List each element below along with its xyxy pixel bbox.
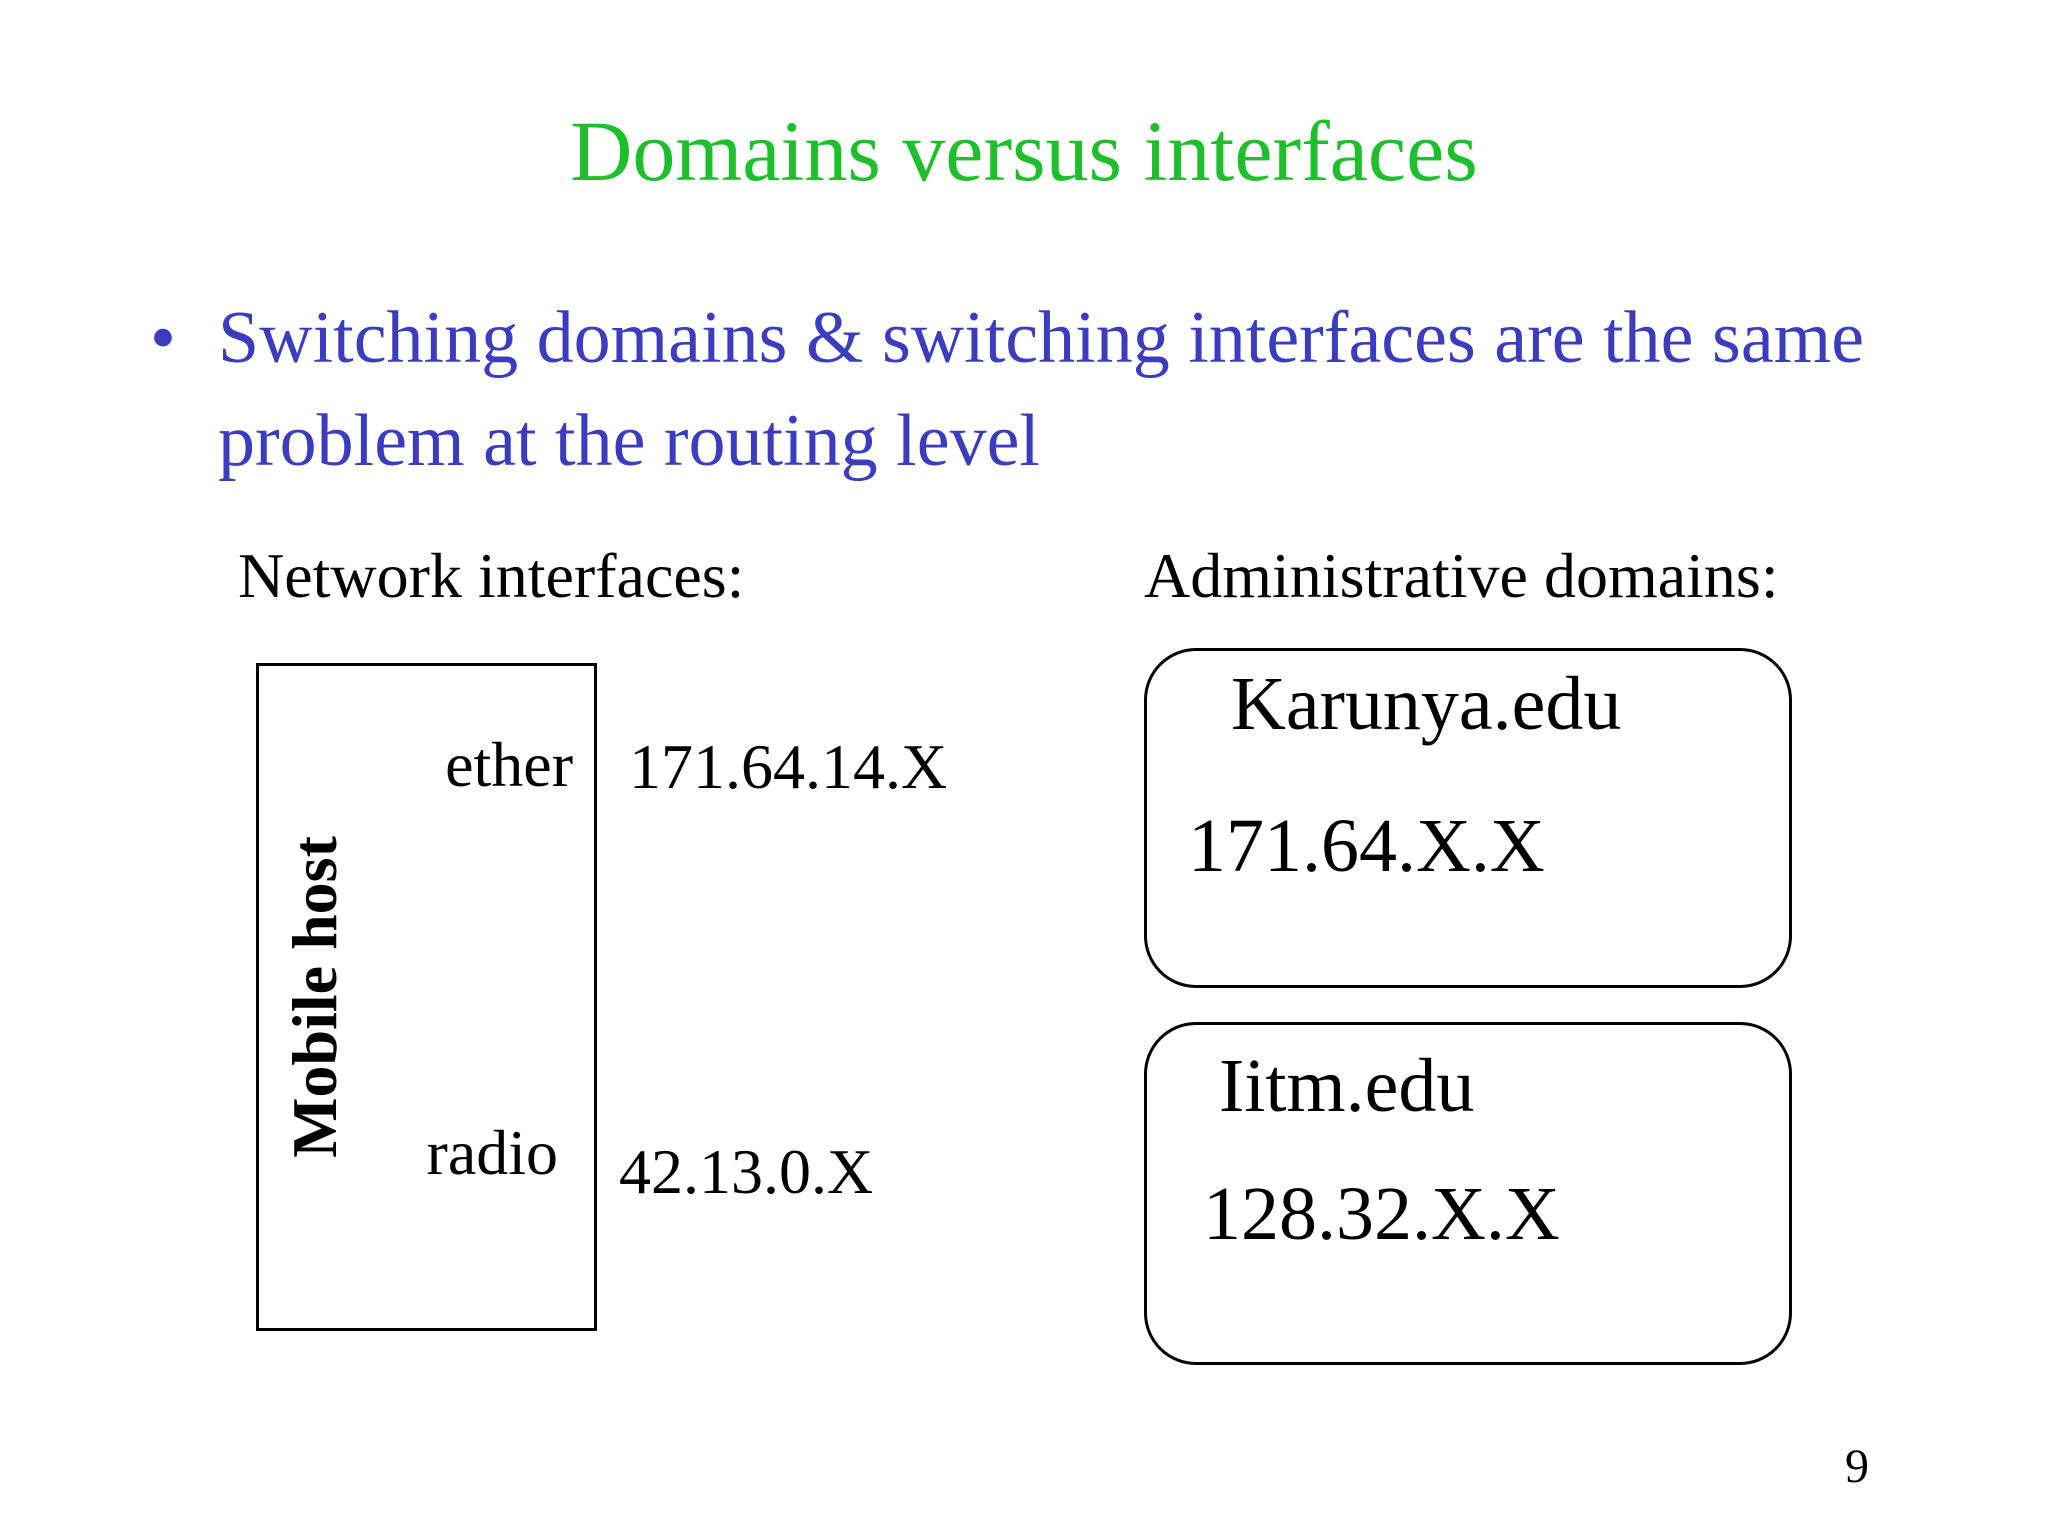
domain-address: 128.32.X.X — [1203, 1172, 1560, 1256]
bullet-item: • Switching domains & switching interfac… — [150, 287, 1878, 493]
domain-name: Iitm.edu — [1219, 1044, 1475, 1128]
domain-box-iitm: Iitm.edu 128.32.X.X — [1144, 1022, 1792, 1365]
network-interfaces-heading: Network interfaces: — [238, 540, 745, 611]
bullet-text: Switching domains & switching interfaces… — [218, 297, 1865, 482]
radio-interface-address: 42.13.0.X — [619, 1136, 874, 1207]
administrative-domains-heading: Administrative domains: — [1144, 540, 1779, 611]
mobile-host-label: Mobile host — [279, 836, 350, 1158]
page-number: 9 — [1845, 1440, 1869, 1493]
mobile-host-box — [256, 663, 597, 1331]
ether-interface-label: ether — [445, 729, 573, 800]
bullet-marker: • — [150, 297, 176, 379]
mobile-host-label-wrap: Mobile host — [259, 666, 371, 1328]
page-title: Domains versus interfaces — [570, 103, 1478, 199]
ether-interface-address: 171.64.14.X — [629, 731, 948, 802]
domain-name: Karunya.edu — [1231, 662, 1622, 746]
domain-address: 171.64.X.X — [1188, 804, 1545, 888]
domain-box-karunya: Karunya.edu 171.64.X.X — [1144, 648, 1792, 988]
radio-interface-label: radio — [426, 1117, 559, 1188]
